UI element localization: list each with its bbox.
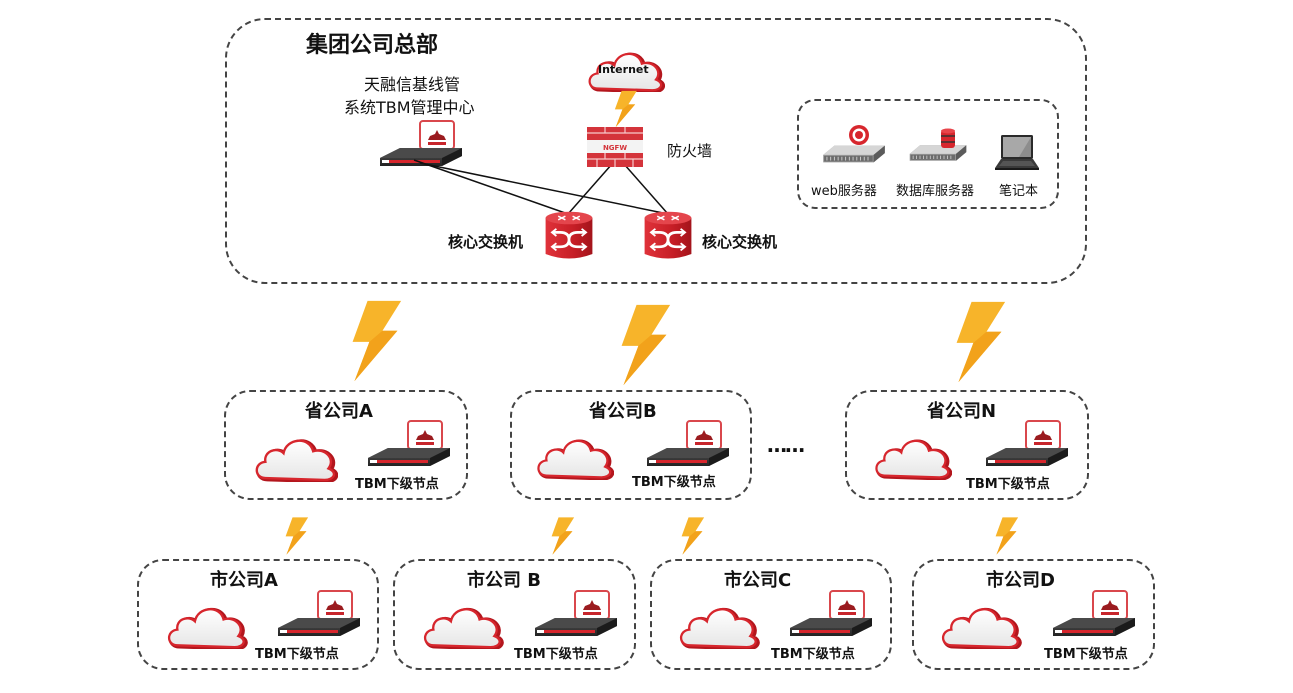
core-switch-1-label: 核心交换机 <box>448 233 524 251</box>
laptop-icon <box>995 135 1039 170</box>
city-title-c: 市公司C <box>724 570 792 591</box>
lightning-icon <box>679 516 705 556</box>
ellipsis: …… <box>767 433 805 457</box>
database-server-label: 数据库服务器 <box>896 184 975 199</box>
tbm-node-icon <box>274 590 364 646</box>
tbm-node-label-city-d: TBM下级节点 <box>1044 647 1128 662</box>
tbm-node-icon <box>982 420 1072 476</box>
tbm-node-icon <box>364 420 454 476</box>
lightning-icon <box>347 298 403 384</box>
internet-label: Internet <box>598 63 649 76</box>
city-title-d: 市公司D <box>986 570 1055 591</box>
database-badge-icon <box>941 128 955 148</box>
lightning-icon <box>549 516 575 556</box>
core-switch-1-icon <box>542 208 596 264</box>
headquarters-title: 集团公司总部 <box>306 33 439 58</box>
firewall-icon: NGFW <box>587 127 643 167</box>
cloud-icon <box>938 601 1022 649</box>
servers-group <box>797 99 1059 209</box>
tbm-node-label-province-a: TBM下级节点 <box>355 477 439 492</box>
province-title-b: 省公司B <box>589 401 657 422</box>
lightning-icon <box>283 516 309 556</box>
link-firewall-to-switch1 <box>567 163 613 215</box>
web-server-label: web服务器 <box>811 184 877 199</box>
database-server-icon <box>908 140 968 166</box>
province-group-n <box>845 390 1089 500</box>
province-group-a <box>224 390 468 500</box>
cloud-icon <box>252 432 338 482</box>
cloud-icon <box>420 601 504 649</box>
link-tbm-to-switch1 <box>413 159 569 215</box>
city-group-c <box>650 559 892 670</box>
tbm-node-label-province-b: TBM下级节点 <box>632 475 716 490</box>
lightning-icon <box>616 303 672 387</box>
tbm-center-label-line1: 天融信基线管 <box>364 75 461 94</box>
tbm-center-label-line2: 系统TBM管理中心 <box>344 98 475 117</box>
link-tbm-to-switch2 <box>419 162 669 215</box>
province-title-n: 省公司N <box>927 401 997 422</box>
headquarters-group <box>225 18 1087 284</box>
province-group-b <box>510 390 752 500</box>
tbm-node-icon <box>643 420 733 476</box>
tbm-node-label-city-b: TBM下级节点 <box>514 647 598 662</box>
cloud-icon <box>676 601 760 649</box>
tbm-node-label-province-n: TBM下级节点 <box>966 477 1050 492</box>
lightning-icon <box>612 90 638 128</box>
laptop-label: 笔记本 <box>999 184 1039 199</box>
cloud-icon <box>534 432 614 480</box>
web-server-badge-icon <box>849 125 869 145</box>
city-group-d <box>912 559 1155 670</box>
lightning-icon <box>951 300 1007 384</box>
tbm-node-icon <box>531 590 621 646</box>
city-title-a: 市公司A <box>210 570 278 591</box>
city-group-a <box>137 559 379 670</box>
core-switch-2-label: 核心交换机 <box>702 233 778 251</box>
lightning-icon <box>993 516 1019 556</box>
city-group-b <box>393 559 636 670</box>
firewall-badge: NGFW <box>603 144 627 152</box>
core-switch-2-icon <box>641 208 695 264</box>
tbm-node-icon <box>786 590 876 646</box>
link-firewall-to-switch2 <box>623 163 669 215</box>
tbm-node-label-city-c: TBM下级节点 <box>771 647 855 662</box>
tbm-node-icon <box>1049 590 1139 646</box>
province-title-a: 省公司A <box>305 401 373 422</box>
cloud-icon <box>164 601 248 649</box>
tbm-node-label-city-a: TBM下级节点 <box>255 647 339 662</box>
cloud-icon <box>872 432 952 480</box>
firewall-label: 防火墙 <box>667 142 713 160</box>
city-title-b: 市公司 B <box>467 570 541 591</box>
